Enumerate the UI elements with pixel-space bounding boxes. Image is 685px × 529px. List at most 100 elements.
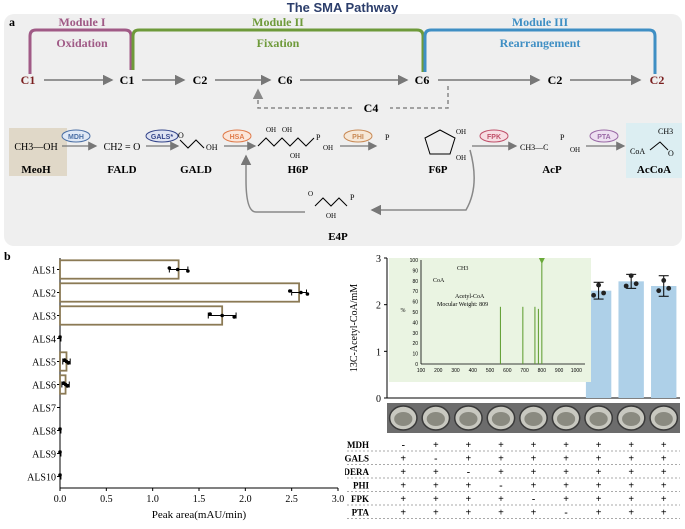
fpk-enzyme	[479, 129, 509, 143]
c-table-cell: +	[531, 440, 537, 451]
b-data-point	[66, 361, 71, 365]
c-table-cell: +	[596, 494, 602, 505]
accoa-box	[626, 123, 682, 178]
panel-a: a Module I Oxidation Module II Fixation …	[4, 14, 682, 246]
panel-a-background	[4, 14, 682, 246]
b-x-tick-label: 0.5	[100, 494, 113, 505]
c-data-point	[656, 288, 662, 294]
c-data-point	[628, 273, 634, 279]
pta-label: PTA	[597, 134, 610, 141]
c-well-liquid	[491, 412, 511, 426]
c-inset-x-tick-label: 400	[469, 368, 478, 374]
c-table-cell: +	[563, 467, 569, 478]
c-table-cell: +	[400, 467, 406, 478]
hsa-enzyme	[222, 129, 252, 143]
c-table-cell: +	[563, 440, 569, 451]
c-table-cell: +	[433, 494, 439, 505]
c-table-cell: +	[466, 508, 472, 519]
b-category-label: ALS2	[32, 289, 56, 300]
b-data-point	[305, 292, 310, 296]
c-well-liquid	[459, 412, 478, 426]
carbon-c4: C4	[364, 101, 379, 115]
c-table-cell: +	[400, 481, 406, 492]
recycle-arrow-out	[252, 88, 352, 109]
c-table-cell: +	[531, 508, 537, 519]
c-table-cell: +	[661, 481, 667, 492]
carbon-c6-right: C6	[415, 73, 430, 87]
c-table-cell: +	[661, 454, 667, 465]
c-table-cell: +	[531, 454, 537, 465]
c-table-cell: +	[498, 454, 504, 465]
module-2-bracket	[131, 28, 425, 72]
b-category-label: ALS7	[32, 404, 56, 415]
panel-b-chart: b ALS1ALS2ALS3ALS4ALS5ALS6ALS7ALS8ALS9AL…	[4, 249, 345, 521]
c-table-cell: +	[596, 467, 602, 478]
b-bar	[59, 282, 300, 303]
meoh-label: MeoH	[21, 164, 51, 176]
c-table-cell: -	[499, 481, 502, 492]
acp-label: AcP	[542, 164, 562, 176]
meoh-formula: CH3—OH	[14, 142, 57, 153]
c-table-cell: +	[596, 440, 602, 451]
meoh-box	[9, 128, 67, 176]
c-table-cell: +	[498, 494, 504, 505]
c-table-cell: +	[498, 440, 504, 451]
c-table-cell: +	[466, 440, 472, 451]
c-table-cell: +	[531, 481, 537, 492]
e4p-o: O	[308, 190, 313, 198]
c-inset-x-tick-label: 700	[520, 368, 529, 374]
panel-b-letter: b	[4, 249, 11, 263]
e4p-p: P	[350, 193, 355, 202]
b-data-point	[167, 266, 172, 270]
c-table-cell: +	[433, 481, 439, 492]
c-table-cell: +	[433, 440, 439, 451]
c-inset-y-tick-label: 20	[412, 341, 418, 347]
fald-formula: CH2 = O	[104, 142, 141, 153]
c-table-cell: +	[400, 508, 406, 519]
b-data-point	[220, 313, 224, 318]
pta-enzyme	[589, 129, 619, 143]
c-inset-x-tick-label: 300	[451, 368, 460, 374]
c-data-point	[601, 290, 607, 296]
b-data-point	[58, 427, 62, 431]
b-x-axis-label: Peak area(mAU/min)	[152, 509, 247, 521]
c-table-cell: -	[402, 440, 405, 451]
h6p-p: P	[316, 133, 321, 142]
c-inset-x-tick-label: 1000	[571, 368, 582, 374]
h6p-oh-4: OH	[323, 144, 333, 152]
mdh-enzyme	[61, 129, 91, 143]
c-table-cell: -	[532, 494, 535, 505]
c-inset-x-tick-label: 800	[538, 368, 547, 374]
c-well-liquid	[654, 412, 673, 426]
c-data-point	[633, 281, 639, 287]
gals-label: GALS*	[151, 134, 173, 141]
h6p-label: H6P	[288, 164, 309, 176]
b-category-label: ALS9	[32, 450, 56, 461]
c-table-cell: +	[661, 440, 667, 451]
c-well-liquid	[589, 412, 608, 426]
c-table-cell: +	[628, 481, 634, 492]
c-y-tick-label: 2	[376, 301, 381, 312]
b-data-point	[208, 312, 212, 316]
b-data-point	[288, 289, 292, 293]
c-well-liquid	[556, 412, 576, 426]
c-bar	[651, 286, 677, 398]
f6p-oh-2: OH	[456, 154, 466, 162]
c-inset-x-tick-label: 600	[503, 368, 512, 374]
hsa-label: HSA	[230, 134, 245, 141]
c-table-row-label: GALS	[345, 454, 369, 464]
c-table-cell: +	[628, 508, 634, 519]
c-table-cell: +	[661, 494, 667, 505]
c-table-cell: -	[434, 454, 437, 465]
b-x-tick-label: 3.0	[332, 494, 345, 505]
acp-oh: OH	[570, 146, 580, 154]
c-y-axis-label: 13C-Acetyl-CoA/mM	[349, 284, 360, 372]
h6p-oh-2: OH	[282, 126, 292, 134]
b-data-point	[58, 473, 62, 477]
f6p-ring	[424, 129, 456, 155]
c-data-point	[623, 283, 629, 289]
f6p-oh-1: OH	[456, 128, 466, 136]
c-table-row-label: PHI	[353, 481, 369, 491]
b-bar	[59, 305, 224, 326]
c-inset-ch3: CH3	[457, 266, 468, 272]
